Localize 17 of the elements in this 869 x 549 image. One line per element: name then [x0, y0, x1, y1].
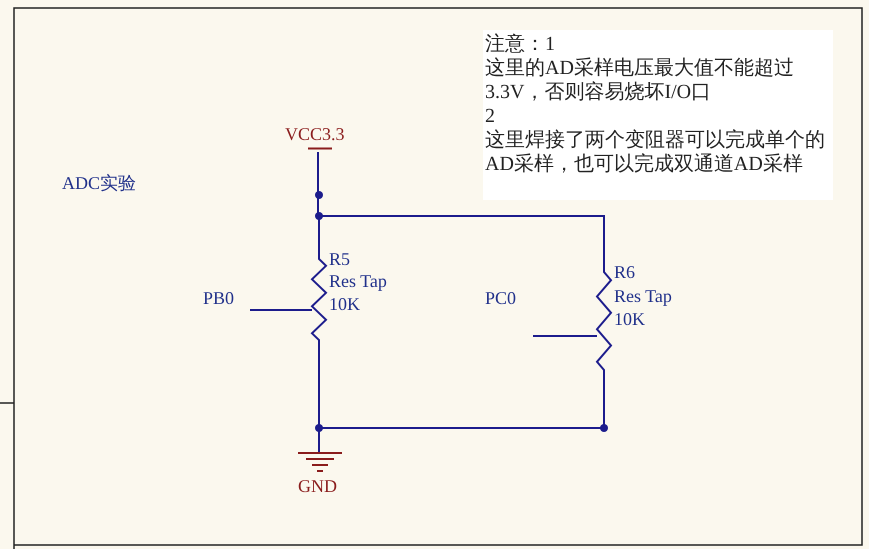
- net-label: PB0: [203, 288, 234, 308]
- part-label: Res Tap: [614, 286, 672, 306]
- ground-label: GND: [298, 476, 337, 496]
- reference-label: R5: [329, 249, 350, 269]
- note-text: 2: [485, 104, 496, 128]
- power-net-label: VCC3.3: [285, 124, 345, 144]
- value-label: 10K: [329, 294, 360, 314]
- wire: [533, 335, 597, 337]
- net-label: PC0: [485, 288, 516, 308]
- note-text: 这里焊接了两个变阻器可以完成单个的AD采样，也可以完成双通道AD采样: [485, 128, 826, 176]
- reference-label: R6: [614, 262, 636, 282]
- wire: [250, 309, 312, 311]
- note-text: 注意：1: [485, 32, 556, 56]
- value-label: 10K: [614, 309, 645, 329]
- part-label: Res Tap: [329, 271, 387, 291]
- note-text: 这里的AD采样电压最大值不能超过3.3V，否则容易烧坏I/O口: [485, 56, 795, 104]
- title-label: ADC实验: [62, 173, 136, 193]
